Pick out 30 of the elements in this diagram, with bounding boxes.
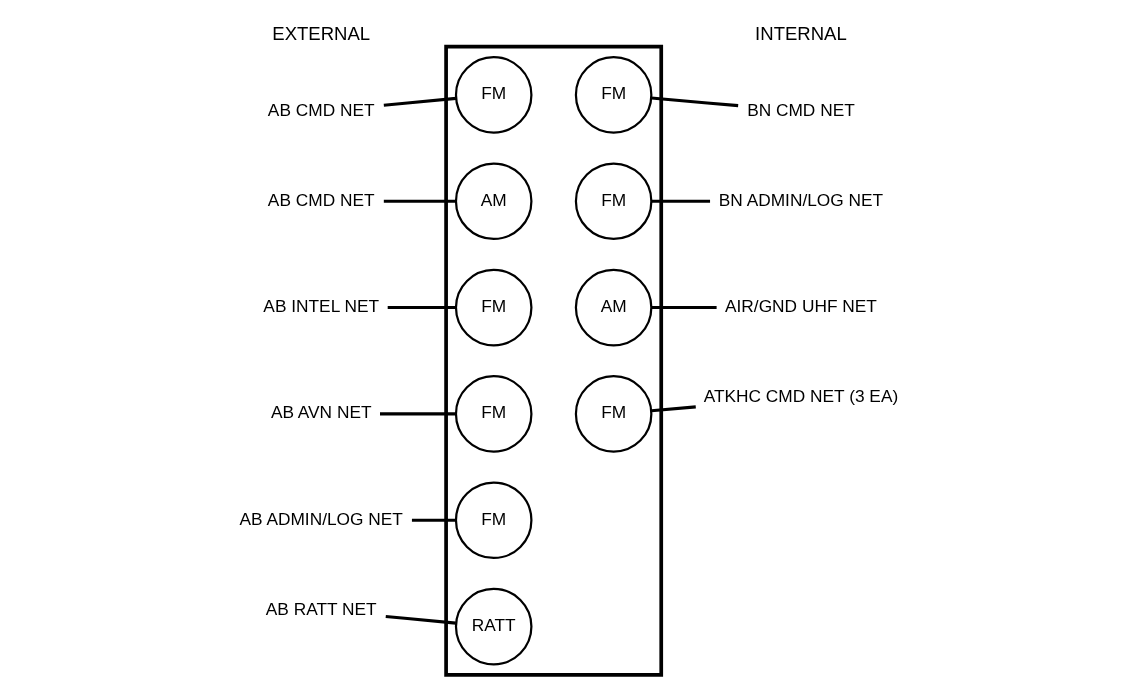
node-text: AB CMD NET [267,99,375,120]
connector [383,199,456,203]
node-circle: FM [454,481,533,560]
node-circle: FM [574,375,652,453]
node-circle: FM [574,56,652,134]
label: INTERNAL [754,22,847,44]
connector [387,306,456,310]
node-text: AIR/GND UHF NET [724,296,877,317]
node-text: BN CMD NET [746,99,855,120]
node-circle: AM [574,268,652,347]
connector [650,306,717,310]
node-circle: FM [454,56,533,134]
cluster [443,44,663,677]
node-text: AB INTEL NET [262,296,379,317]
connector [379,412,456,416]
connector [650,199,710,203]
node-circle: AM [454,162,533,241]
node-text: AB AVN NET [270,402,372,423]
connector [383,96,456,107]
node-text: AB RATT NET [265,599,377,620]
node-circle: FM [454,375,533,453]
label: EXTERNAL [271,22,370,44]
connector [411,518,456,522]
node-text: BN ADMIN/LOG NET [718,189,883,210]
node-circle: FM [454,268,533,347]
node-text: AB CMD NET [267,189,375,210]
node-text: ATKHC CMD NET (3 EA) [703,386,898,407]
node-circle: RATT [454,587,533,666]
node-text: AB ADMIN/LOG NET [239,508,403,529]
node-circle: FM [574,162,652,241]
